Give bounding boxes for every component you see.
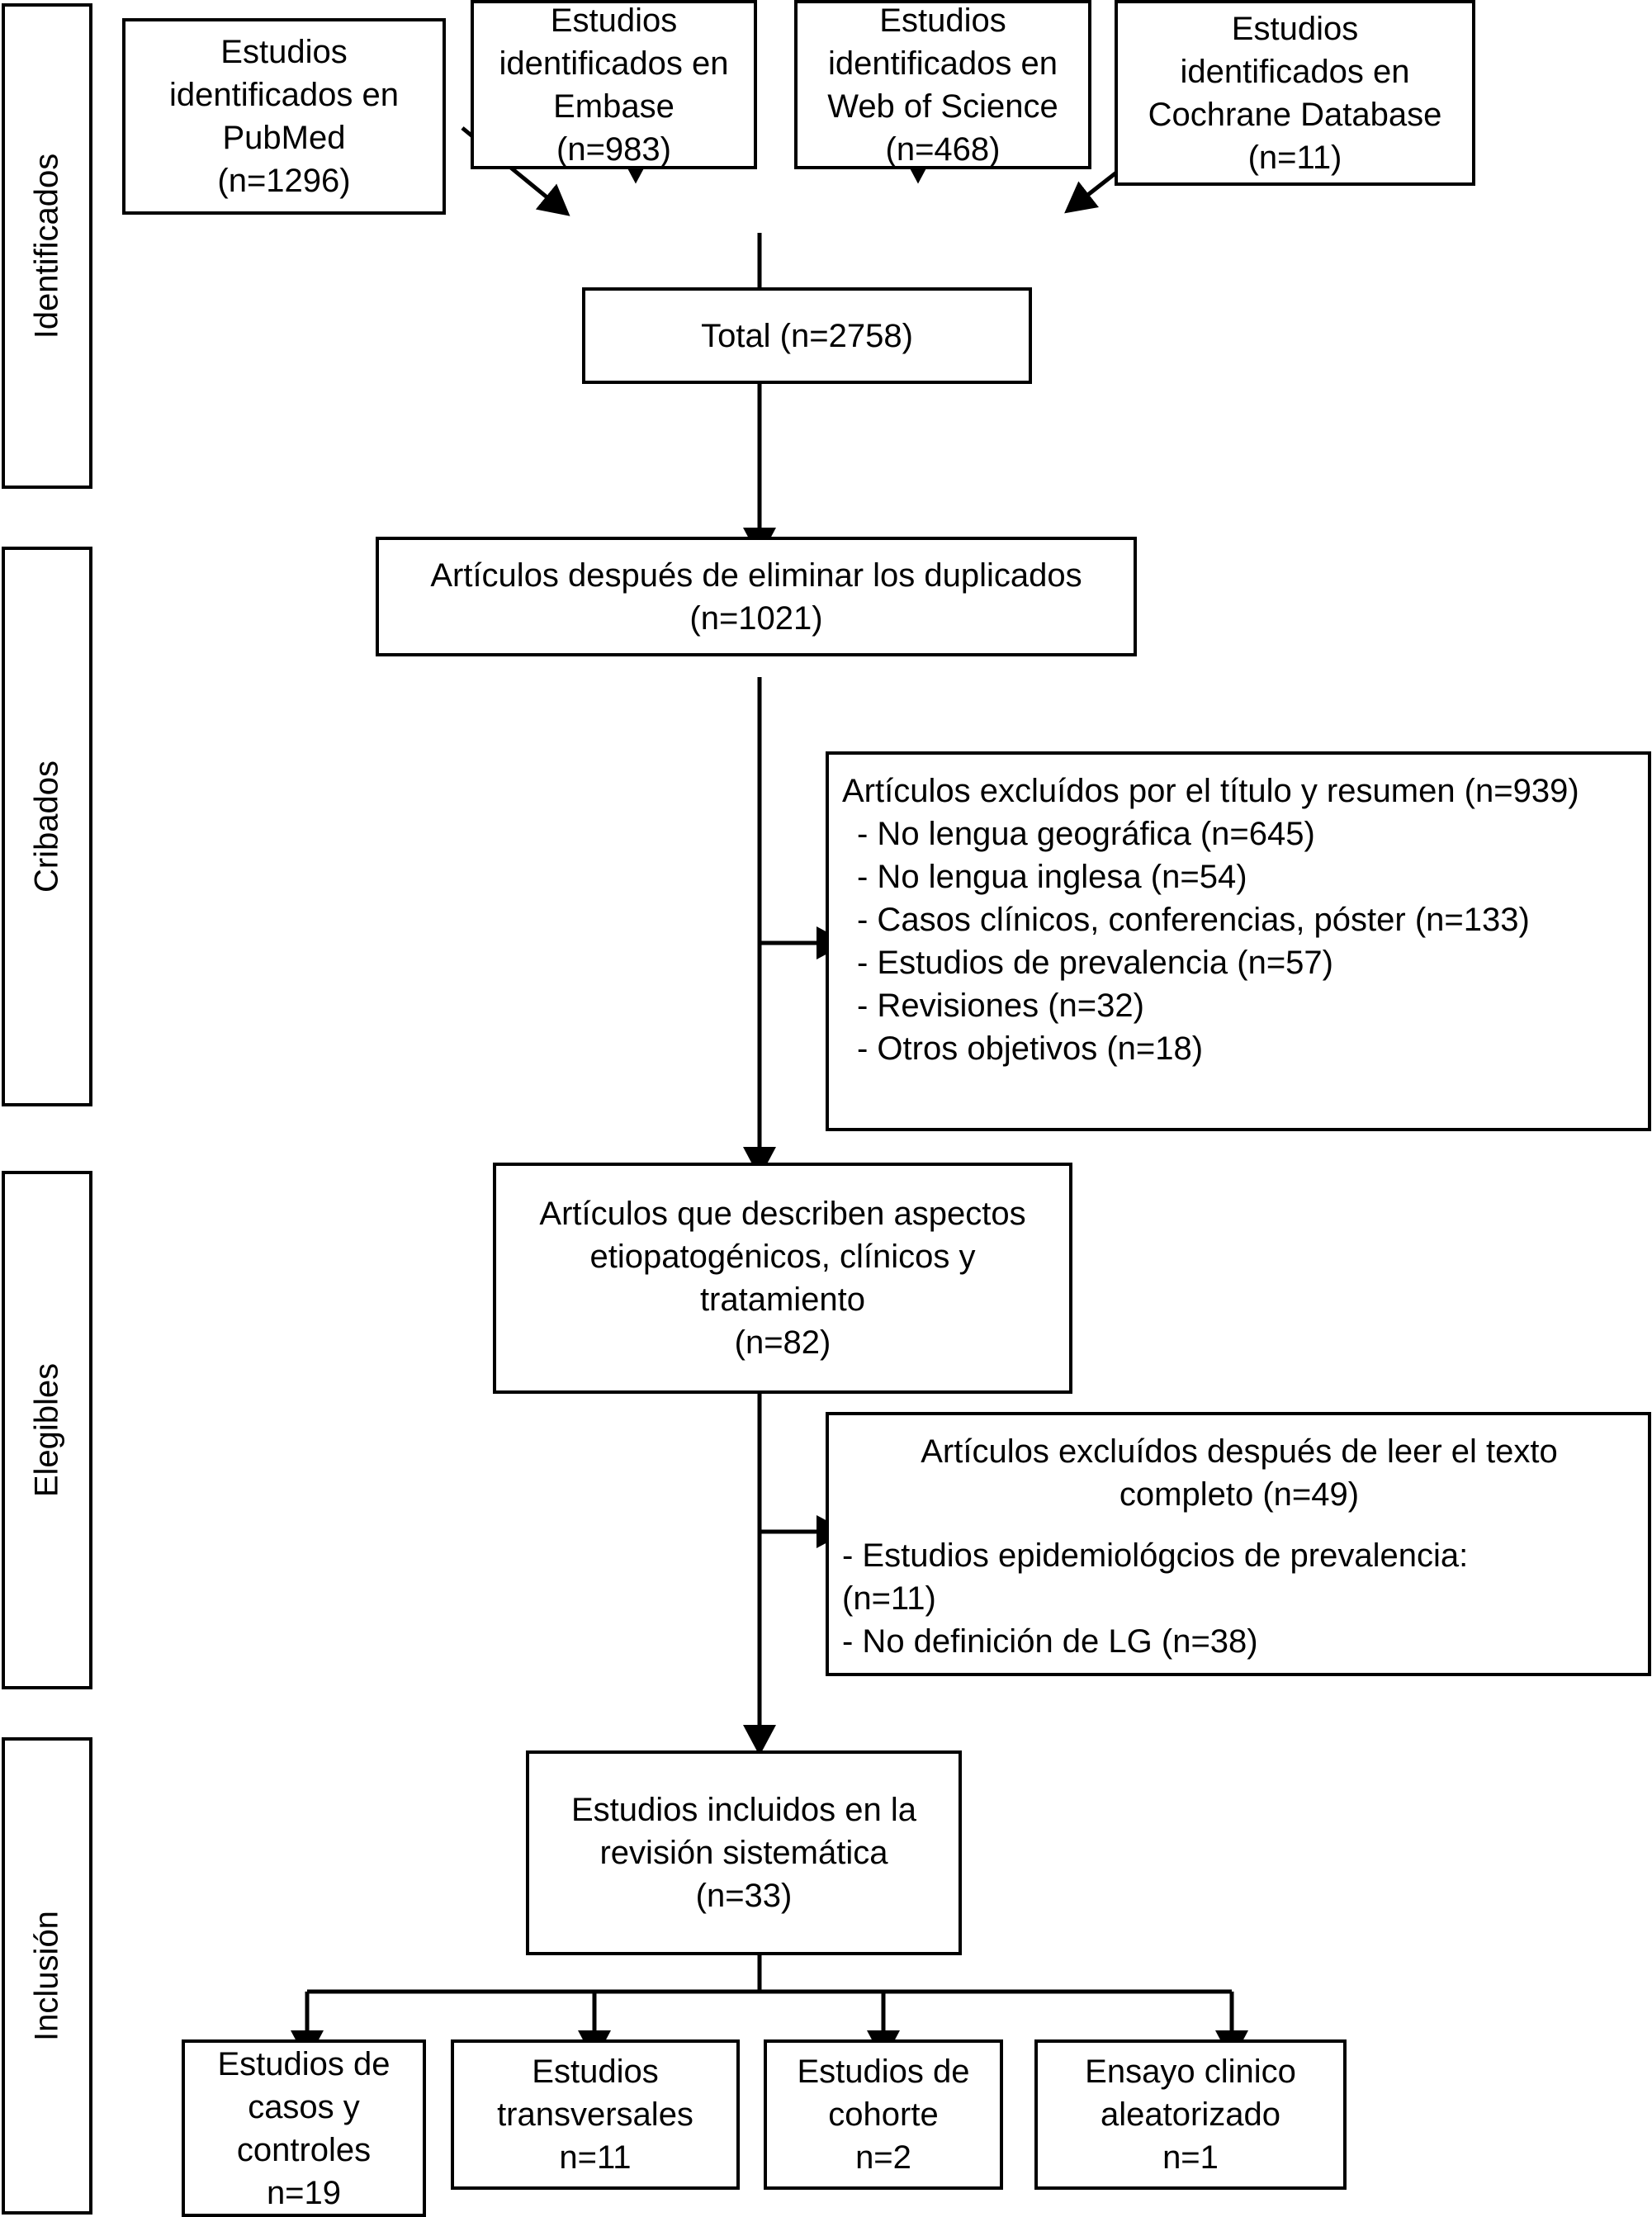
stage-label-cribados: Cribados <box>2 547 92 1106</box>
list-item: - Estudios epidemiológcios de prevalenci… <box>842 1537 1469 1617</box>
eligible-box: Artículos que describen aspectos etiopat… <box>493 1163 1072 1394</box>
excluded-fulltext-header: Artículos excluídos después de leer el t… <box>921 1433 1558 1513</box>
study-type-box-ensayo-clinico: Ensayo clinico aleatorizado n=1 <box>1034 2039 1347 2190</box>
excluded-fulltext-box: Artículos excluídos después de leer el t… <box>826 1412 1651 1676</box>
source-box-cochrane-text: Estudios identificados en Cochrane Datab… <box>1148 10 1442 176</box>
study-type-box-transversales: Estudios transversales n=11 <box>451 2039 740 2190</box>
list-item: - No lengua geográfica (n=645) <box>857 816 1315 852</box>
list-item: - Estudios de prevalencia (n=57) <box>857 945 1333 981</box>
stage-label-cribados-text: Cribados <box>28 760 65 893</box>
source-box-web-of-science: Estudios identificados en Web of Science… <box>794 0 1091 169</box>
list-item: - No lengua inglesa (n=54) <box>857 859 1247 895</box>
study-type-box-transversales-text: Estudios transversales n=11 <box>497 2054 693 2176</box>
list-item: - Casos clínicos, conferencias, póster (… <box>857 902 1530 938</box>
source-box-pubmed-text: Estudios identificados en PubMed (n=1296… <box>169 34 399 199</box>
stage-label-elegibles: Elegibles <box>2 1171 92 1689</box>
list-item: - Otros objetivos (n=18) <box>857 1030 1204 1067</box>
study-type-box-cohorte-text: Estudios de cohorte n=2 <box>797 2054 970 2176</box>
list-item: - Revisiones (n=32) <box>857 988 1144 1024</box>
stage-label-inclusion-text: Inclusión <box>28 1911 65 2041</box>
stage-label-identificados: Identificados <box>2 3 92 489</box>
study-type-box-cohorte: Estudios de cohorte n=2 <box>764 2039 1003 2190</box>
excluded-title-abstract-reason-list: - No lengua geográfica (n=645) - No leng… <box>842 812 1636 1070</box>
deduplicated-box: Artículos después de eliminar los duplic… <box>376 537 1137 656</box>
included-box: Estudios incluidos en la revisión sistem… <box>526 1750 962 1955</box>
total-box-text: Total (n=2758) <box>701 317 913 354</box>
excluded-title-abstract-box: Artículos excluídos por el título y resu… <box>826 751 1651 1131</box>
included-box-text: Estudios incluidos en la revisión sistem… <box>570 1792 917 1914</box>
excluded-title-abstract-header: Artículos excluídos por el título y resu… <box>842 773 1579 809</box>
study-type-box-casos-controles: Estudios de casos y controles n=19 <box>182 2039 426 2217</box>
list-item: - No definición de LG (n=38) <box>842 1623 1258 1660</box>
study-type-box-ensayo-clinico-text: Ensayo clinico aleatorizado n=1 <box>1085 2054 1296 2176</box>
study-type-box-casos-controles-text: Estudios de casos y controles n=19 <box>217 2045 391 2211</box>
deduplicated-box-text: Artículos después de eliminar los duplic… <box>430 557 1082 637</box>
stage-label-identificados-text: Identificados <box>28 153 65 339</box>
source-box-embase: Estudios identificados en Embase (n=983) <box>471 0 757 169</box>
total-box: Total (n=2758) <box>582 287 1032 384</box>
source-box-cochrane: Estudios identificados en Cochrane Datab… <box>1115 0 1475 186</box>
source-box-embase-text: Estudios identificados en Embase (n=983) <box>499 2 729 168</box>
stage-label-elegibles-text: Elegibles <box>28 1362 65 1498</box>
stage-label-inclusion: Inclusión <box>2 1737 92 2215</box>
source-box-pubmed: Estudios identificados en PubMed (n=1296… <box>122 18 446 215</box>
source-box-web-of-science-text: Estudios identificados en Web of Science… <box>827 2 1058 168</box>
eligible-box-text: Artículos que describen aspectos etiopat… <box>539 1196 1026 1361</box>
excluded-fulltext-reason-list: - Estudios epidemiológcios de prevalenci… <box>842 1534 1636 1663</box>
